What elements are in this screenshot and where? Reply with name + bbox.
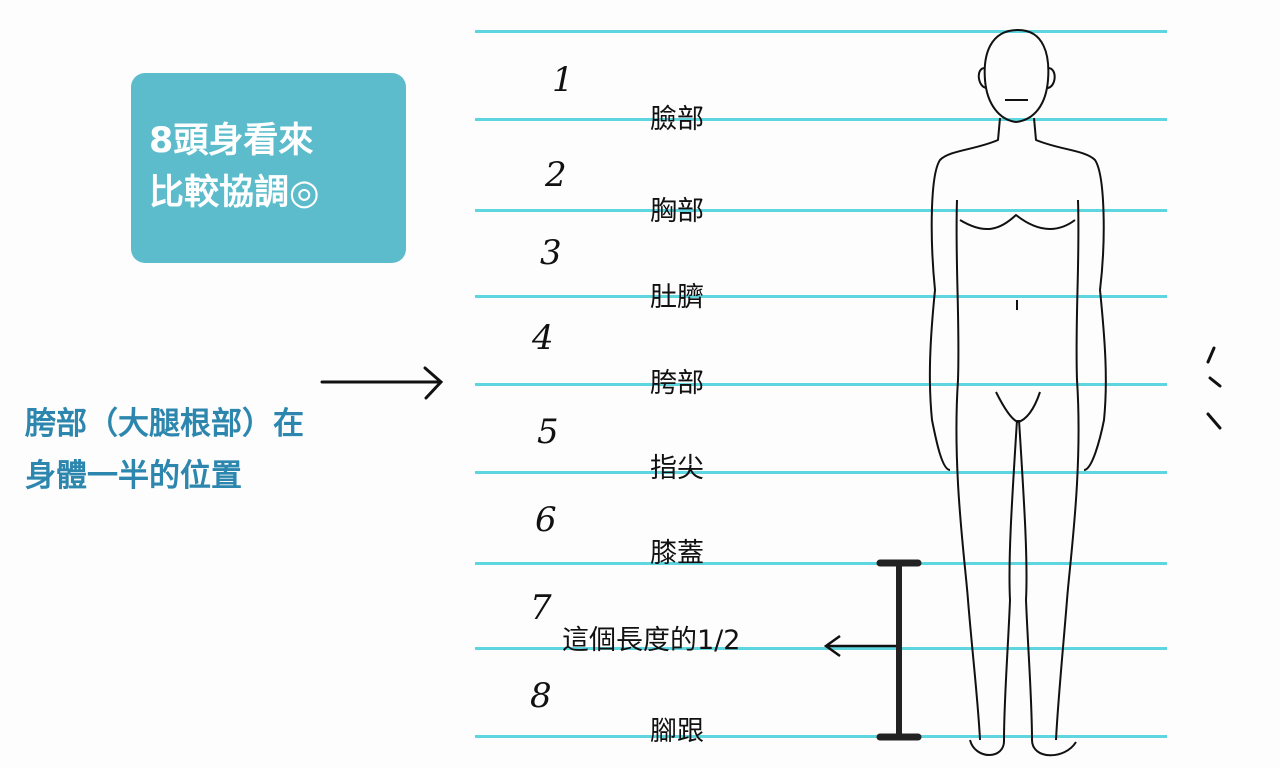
callout-line-2: 比較協調◎: [149, 173, 320, 213]
half-arrow-icon: [823, 634, 897, 658]
head-number: 6: [535, 500, 557, 540]
guide-line-5: [475, 471, 1167, 474]
head-number: 7: [530, 588, 552, 628]
guide-line-4: [475, 383, 1167, 386]
head-number: 4: [532, 318, 554, 358]
label-navel: 肚臍: [650, 282, 704, 313]
label-face: 臉部: [650, 104, 704, 135]
hip-note-line-1: 胯部（大腿根部）在: [25, 406, 304, 442]
guide-line-6: [475, 562, 1167, 565]
label-knee: 膝蓋: [650, 538, 704, 569]
guide-line-8: [475, 735, 1167, 738]
head-number: 1: [552, 60, 574, 100]
guide-line-1: [475, 118, 1167, 121]
guide-line-3: [475, 295, 1167, 298]
callout-box: 8頭身看來 比較協調◎: [131, 73, 406, 263]
human-figure: [928, 29, 1107, 757]
head-number: 8: [530, 676, 552, 716]
label-chest: 胸部: [650, 196, 704, 227]
motion-marks: [1206, 346, 1222, 430]
guide-line-7: [475, 647, 1167, 650]
arrow-icon: [320, 366, 444, 400]
label-heel: 腳跟: [650, 716, 704, 747]
half-length-label: 這個長度的1/2: [562, 625, 741, 656]
head-number: 2: [545, 155, 567, 195]
guide-line-2: [475, 209, 1167, 212]
measure-bracket: [876, 559, 922, 741]
guide-line-0: [475, 30, 1167, 33]
head-number: 3: [540, 233, 562, 273]
head-number: 5: [537, 412, 559, 452]
hip-note: 胯部（大腿根部）在 身體一半的位置: [25, 398, 304, 502]
label-hip: 胯部: [650, 368, 704, 399]
hip-note-line-2: 身體一半的位置: [25, 458, 242, 494]
label-fingertips: 指尖: [650, 453, 704, 484]
callout-line-1: 8頭身看來: [149, 121, 314, 161]
